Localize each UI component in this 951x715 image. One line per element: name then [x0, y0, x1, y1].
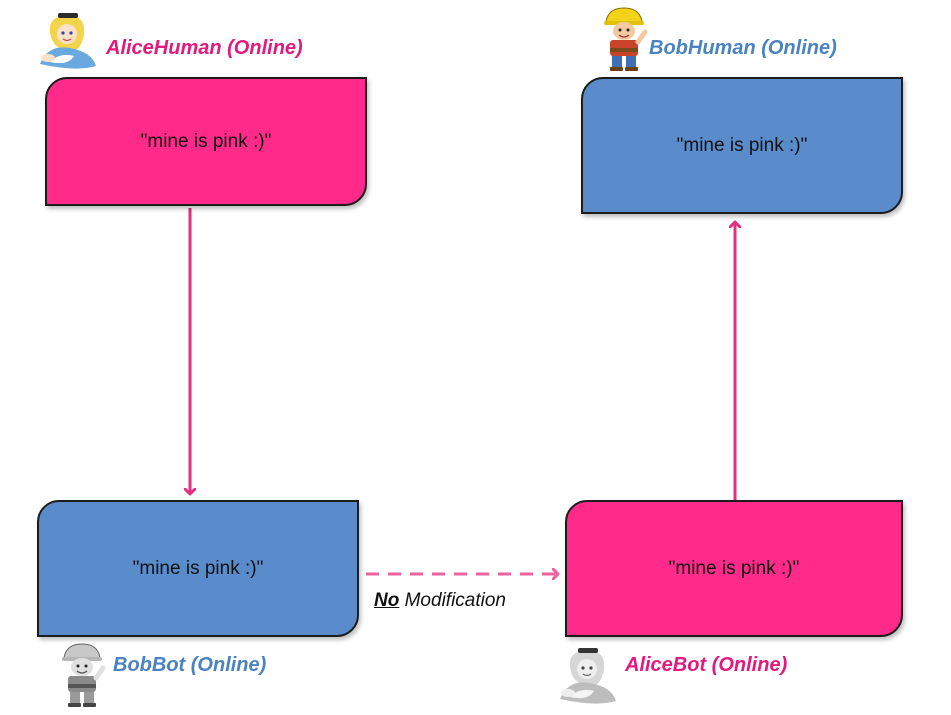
- bobbot-message: "mine is pink :)": [132, 557, 264, 579]
- alicehuman-label: AliceHuman (Online): [106, 37, 303, 59]
- bobbot-message-box: "mine is pink :)": [37, 500, 359, 637]
- no-modification-label: No Modification: [374, 590, 506, 612]
- bobhuman-label: BobHuman (Online): [649, 37, 837, 59]
- alicebot-message: "mine is pink :)": [668, 557, 800, 579]
- no-modification-emphasis: No: [374, 590, 400, 611]
- no-modification-rest: Modification: [399, 590, 506, 611]
- alice-avatar-icon: [40, 13, 96, 69]
- alicebot-message-box: "mine is pink :)": [565, 500, 903, 637]
- alicehuman-message-box: "mine is pink :)": [45, 77, 367, 206]
- alice-grayscale-avatar-icon: [560, 648, 616, 704]
- alicebot-label: AliceBot (Online): [625, 654, 788, 676]
- alicehuman-message: "mine is pink :)": [140, 130, 272, 152]
- bob-builder-avatar-icon: [604, 7, 648, 71]
- bobbot-label: BobBot (Online): [113, 654, 267, 676]
- bobhuman-message-box: "mine is pink :)": [581, 77, 903, 214]
- bobhuman-message: "mine is pink :)": [676, 134, 808, 156]
- bob-builder-grayscale-avatar-icon: [62, 643, 106, 707]
